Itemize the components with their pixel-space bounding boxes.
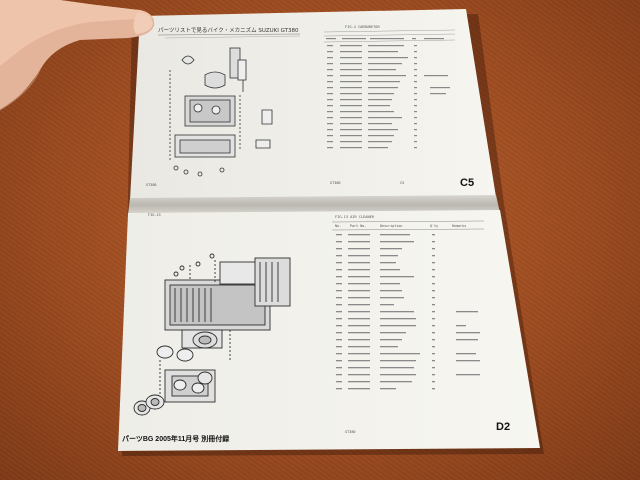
carburetor-exploded-diagram <box>164 35 301 177</box>
svg-text:FIG.13: FIG.13 <box>148 213 161 217</box>
top-footer-right: C5 <box>400 181 404 185</box>
col-no: No. <box>335 224 341 228</box>
bottom-footer-mid: GT380 <box>345 430 356 434</box>
top-page-code: C5 <box>460 177 474 189</box>
top-table-title: FIG.4 CARBURETOR <box>345 25 380 29</box>
air-cleaner-exploded-diagram <box>133 253 291 416</box>
col-qty: Q'ty <box>430 224 438 228</box>
finger <box>0 0 155 111</box>
col-desc: Description <box>380 224 402 228</box>
bottom-footer-text: パーツBG 2005年11月号 別冊付録 <box>122 434 230 443</box>
top-page-header: パーツリストで見るバイク・メカニズム SUZUKI GT380 <box>158 26 299 34</box>
top-parts-table <box>323 29 456 43</box>
top-footer-left: GT380 <box>146 183 157 187</box>
bottom-table-header: No. Part No. Description Q'ty Remarks <box>331 220 485 231</box>
bottom-table-rows <box>336 234 480 390</box>
top-table-rows <box>326 38 450 149</box>
col-remarks: Remarks <box>452 224 466 228</box>
top-footer-mid: GT380 <box>330 181 341 185</box>
bottom-page <box>118 210 540 451</box>
booklet-spine <box>128 195 500 215</box>
col-part: Part No. <box>350 224 366 228</box>
bottom-table-title: FIG.13 AIR CLEANER <box>335 215 375 219</box>
bottom-page-code: D2 <box>496 421 510 433</box>
